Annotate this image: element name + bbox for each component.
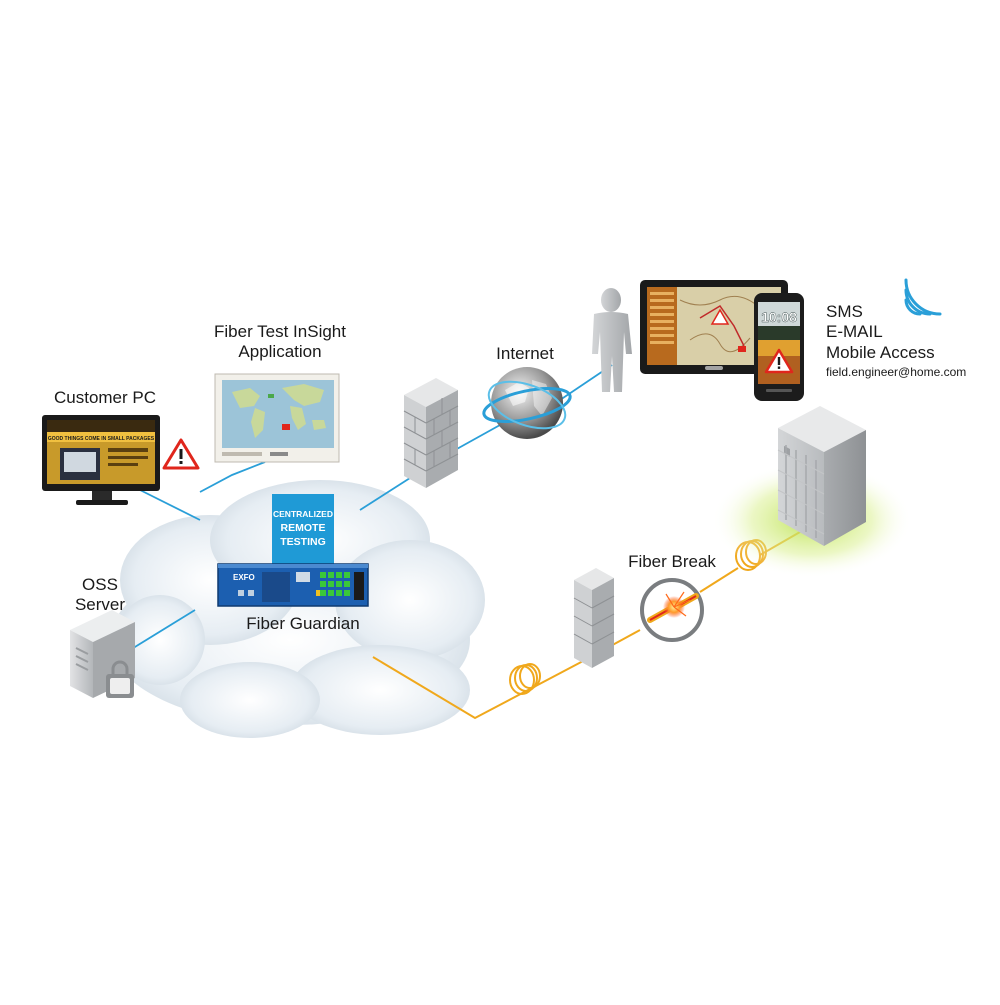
fiber-guardian-label: Fiber Guardian xyxy=(246,614,360,633)
insight-app-label-line2: Application xyxy=(238,342,322,362)
customer-pc-label: Customer PC xyxy=(53,388,157,407)
engineer-access-sms: SMS xyxy=(826,302,863,321)
engineer-access-email: E-MAIL xyxy=(826,322,883,342)
insight-app-label-line1: Fiber Test InSight xyxy=(214,322,346,341)
wireless-signal-icon xyxy=(904,278,942,316)
engineer-access-mobile: Mobile Access xyxy=(826,342,935,362)
exfo-logo: EXFO xyxy=(233,573,255,582)
centralized-testing-badge xyxy=(272,494,334,564)
customer-building xyxy=(712,406,912,578)
oss-server xyxy=(70,610,135,698)
phone-clock: 10:08 xyxy=(761,309,797,325)
phone-alert-icon xyxy=(764,348,794,374)
fiber-break-label: Fiber Break xyxy=(628,552,716,571)
link-firewall xyxy=(359,477,411,511)
badge-line2: REMOTE xyxy=(281,522,326,534)
engineer-access-label: SMS E-MAIL Mobile Access field.engineer@… xyxy=(826,302,996,380)
badge-line3: TESTING xyxy=(280,536,326,548)
alert-icon xyxy=(162,438,200,470)
link-firewall-internet xyxy=(454,424,501,451)
oss-server-label: OSS Server xyxy=(60,575,140,616)
smartphone: 10:08 xyxy=(754,293,804,401)
oss-server-label-line2: Server xyxy=(74,595,126,615)
distribution-rack xyxy=(573,568,615,668)
oss-server-label-line1: OSS xyxy=(82,575,118,594)
insight-app-label: Fiber Test InSight Application xyxy=(190,322,370,363)
field-engineer-figure xyxy=(592,288,632,392)
insight-app-window xyxy=(214,373,340,463)
internet-globe-icon xyxy=(482,367,572,439)
firewall-icon xyxy=(403,378,459,488)
link-insight-app xyxy=(199,461,266,493)
link-oss-server xyxy=(129,609,196,651)
engineer-email-address: field.engineer@home.com xyxy=(826,365,967,380)
customer-pc-screen-headline: GOOD THINGS COME IN SMALL PACKAGES xyxy=(48,436,155,442)
fiber-guardian-device: CENTRALIZED REMOTE TESTING EXFO xyxy=(217,494,369,607)
internet-label: Internet xyxy=(496,344,554,363)
link-customer-pc xyxy=(139,489,201,521)
badge-line1: CENTRALIZED xyxy=(273,509,333,519)
customer-pc-monitor: GOOD THINGS COME IN SMALL PACKAGES xyxy=(42,415,160,505)
fiber-break-magnifier xyxy=(640,578,704,642)
